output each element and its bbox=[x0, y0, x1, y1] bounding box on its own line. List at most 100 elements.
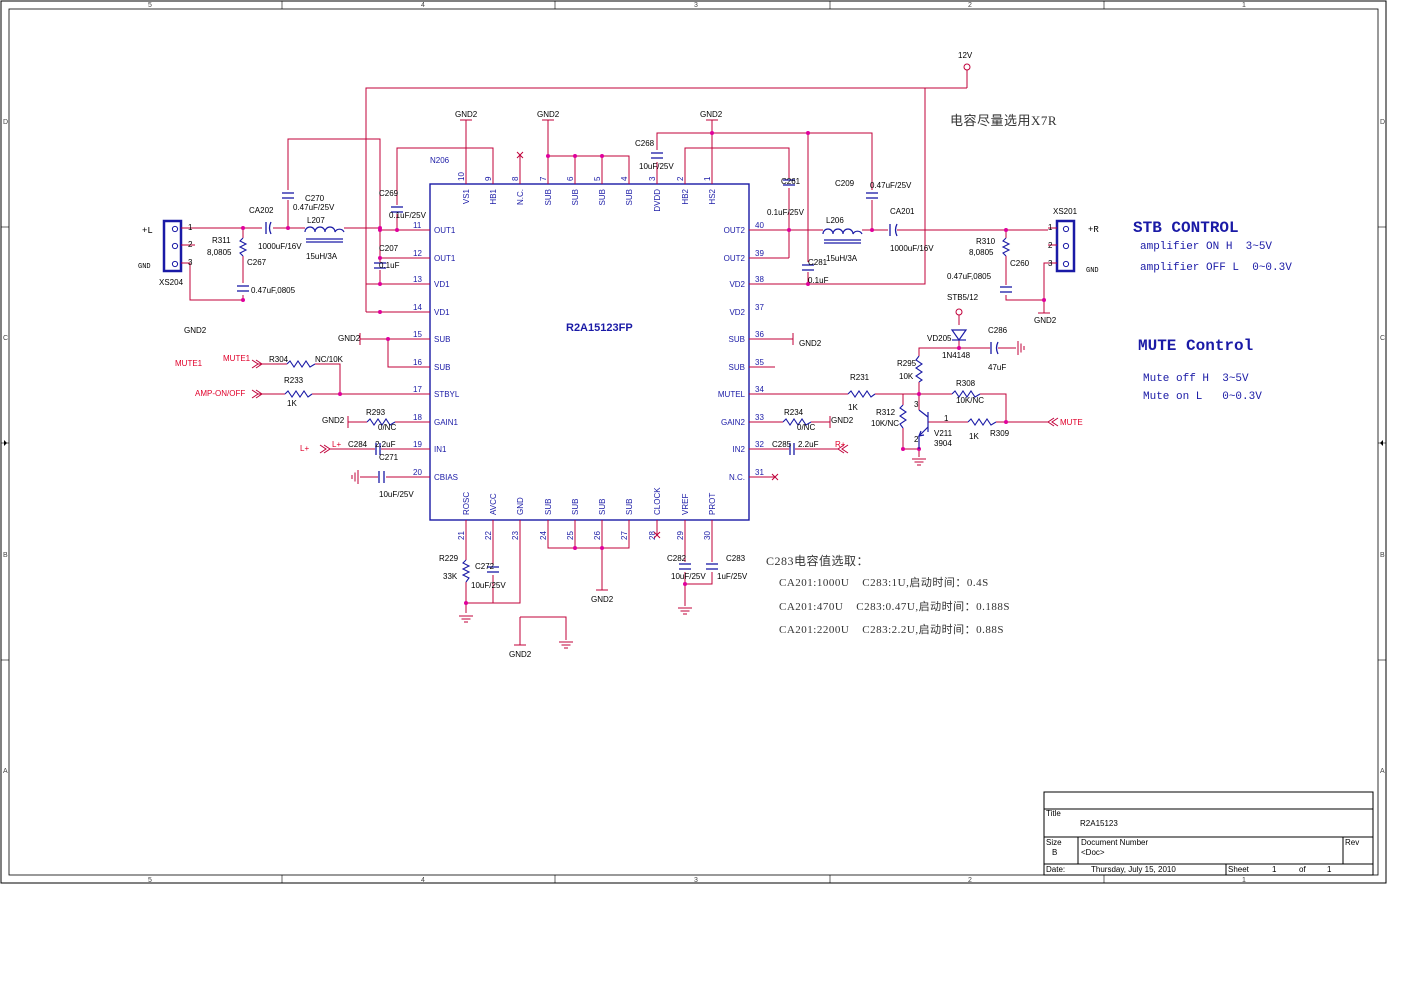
val-l206: 15uH/3A bbox=[826, 254, 858, 263]
vd205-diode bbox=[950, 329, 968, 342]
net-mute: MUTE bbox=[1060, 418, 1083, 427]
ic-pin-name: OUT1 bbox=[434, 254, 456, 263]
net-gnd2: GND2 bbox=[184, 326, 207, 335]
ref-c207: C207 bbox=[379, 244, 399, 253]
xs204-pin: 1 bbox=[188, 223, 193, 232]
docnum-value: <Doc> bbox=[1081, 848, 1105, 857]
net-gnd2: GND2 bbox=[1034, 316, 1057, 325]
ic-pin-number: 22 bbox=[484, 531, 493, 540]
val-r304: NC/10K bbox=[315, 355, 344, 364]
ic-part: R2A15123FP bbox=[566, 322, 633, 334]
val-r231: 1K bbox=[848, 403, 858, 412]
ic-pin-name: SUB bbox=[598, 189, 607, 205]
frame-row-left: B bbox=[3, 552, 8, 559]
xs201-gnd: GND bbox=[1086, 267, 1099, 275]
no-connect-marks bbox=[516, 151, 779, 539]
val-c207: 0.1uF bbox=[379, 261, 400, 270]
ic-pin-name: VD2 bbox=[729, 308, 745, 317]
net-gnd2: GND2 bbox=[799, 339, 822, 348]
ref-c269: C269 bbox=[379, 189, 399, 198]
frame-col-bottom: 4 bbox=[421, 877, 425, 884]
ic-pin-number: 25 bbox=[566, 531, 575, 540]
net-gnd2: GND2 bbox=[509, 650, 532, 659]
capacitors bbox=[237, 152, 1012, 573]
net-gnd2: GND2 bbox=[338, 334, 361, 343]
ref-c261: C261 bbox=[781, 177, 801, 186]
gnd2-bars bbox=[347, 119, 1050, 646]
net-labels: 12V STB5/12 GND2 GND2 GND2 GND2 GND2 GND… bbox=[175, 51, 1083, 659]
net-gnd2: GND2 bbox=[831, 416, 854, 425]
xs204-pin: 2 bbox=[188, 240, 193, 249]
ic-pin-number: 13 bbox=[413, 275, 422, 284]
size-value: B bbox=[1052, 848, 1057, 857]
ref-r233: R233 bbox=[284, 376, 304, 385]
ic-pin-number: 7 bbox=[539, 176, 548, 181]
inductors bbox=[304, 226, 863, 244]
val-c209: 0.47uF/25V bbox=[870, 181, 912, 190]
note-mute-title: MUTE Control bbox=[1138, 337, 1253, 355]
ic-pin-name: VD1 bbox=[434, 308, 450, 317]
net-gnd2: GND2 bbox=[537, 110, 560, 119]
val-r293: 0/NC bbox=[378, 423, 396, 432]
ic-pin-name: VD1 bbox=[434, 280, 450, 289]
note-x7r: 电容尽量选用X7R bbox=[950, 113, 1057, 128]
title-block: Title R2A15123 Size B Document Number <D… bbox=[1043, 791, 1374, 876]
ref-c272: C272 bbox=[475, 562, 495, 571]
ic-pin-name: GAIN2 bbox=[721, 418, 746, 427]
ref-r229: R229 bbox=[439, 554, 459, 563]
ic-pin-name: SUB bbox=[571, 499, 580, 515]
ic-pin-name: HB2 bbox=[681, 188, 690, 204]
net-gnd2: GND2 bbox=[700, 110, 723, 119]
connector-labels: XS204 1 2 3 +L GND XS201 1 2 3 +R GND bbox=[138, 207, 1099, 287]
ref-c281: C281 bbox=[808, 258, 828, 267]
ic-r2a15123fp: N206 R2A15123FP 10VS19HB18N.C.7SUB6SUB5S… bbox=[413, 156, 764, 540]
val-c272: 10uF/25V bbox=[471, 581, 506, 590]
xs204-ref: XS204 bbox=[159, 278, 184, 287]
ref-ca202: CA202 bbox=[249, 206, 274, 215]
ic-pin-number: 6 bbox=[566, 176, 575, 181]
ic-pin-name: SUB bbox=[598, 499, 607, 515]
ic-pin-number: 35 bbox=[755, 358, 764, 367]
ref-l207: L207 bbox=[307, 216, 325, 225]
ref-c270: C270 bbox=[305, 194, 325, 203]
frame-col-bottom: 2 bbox=[968, 877, 972, 884]
ic-pin-number: 14 bbox=[413, 303, 422, 312]
ic-pin-name: SUB bbox=[729, 363, 745, 372]
net-mute1-port: MUTE1 bbox=[175, 359, 203, 368]
ic-pin-number: 9 bbox=[484, 176, 493, 181]
ref-c285: C285 bbox=[772, 440, 792, 449]
ref-c283: C283 bbox=[726, 554, 746, 563]
val-r234: 0/NC bbox=[797, 423, 815, 432]
ic-pin-number: 26 bbox=[593, 531, 602, 540]
ref-r310: R310 bbox=[976, 237, 996, 246]
frame-row-right: A bbox=[1380, 768, 1385, 775]
ic-pin-name: IN1 bbox=[434, 445, 447, 454]
ic-pin-number: 39 bbox=[755, 249, 764, 258]
date-label: Date: bbox=[1046, 865, 1065, 874]
val-l207: 15uH/3A bbox=[306, 252, 338, 261]
net-rplus: R+ bbox=[835, 440, 846, 449]
rev-label: Rev bbox=[1345, 838, 1359, 847]
note-mute-off: Mute off H 3~5V bbox=[1143, 373, 1249, 385]
ic-pin-name: SUB bbox=[571, 189, 580, 205]
vcc-12v-symbol bbox=[963, 63, 971, 71]
xs201-sig: +R bbox=[1088, 225, 1099, 235]
ic-pin-number: 19 bbox=[413, 440, 422, 449]
frame-col-top: 4 bbox=[421, 2, 425, 9]
ic-pin-name: OUT2 bbox=[724, 254, 746, 263]
ic-pin-name: CLOCK bbox=[653, 487, 662, 515]
note-stb-on: amplifier ON H 3~5V bbox=[1140, 241, 1272, 253]
ref-r293: R293 bbox=[366, 408, 386, 417]
ic-pin-name: SUB bbox=[544, 189, 553, 205]
drawing-frame bbox=[0, 0, 1387, 884]
note-c283-row: CA201:470U C283:0.47U,启动时间：0.188S bbox=[779, 600, 1010, 613]
frame-row-right: D bbox=[1380, 119, 1385, 126]
ref-r309: R309 bbox=[990, 429, 1010, 438]
xs201-pin: 2 bbox=[1048, 241, 1053, 250]
ic-pin-number: 11 bbox=[413, 221, 422, 230]
val-v211: 3904 bbox=[934, 439, 952, 448]
ic-pin-name: HB1 bbox=[489, 188, 498, 204]
ref-r308: R308 bbox=[956, 379, 976, 388]
val-c285: 2.2uF bbox=[798, 440, 819, 449]
